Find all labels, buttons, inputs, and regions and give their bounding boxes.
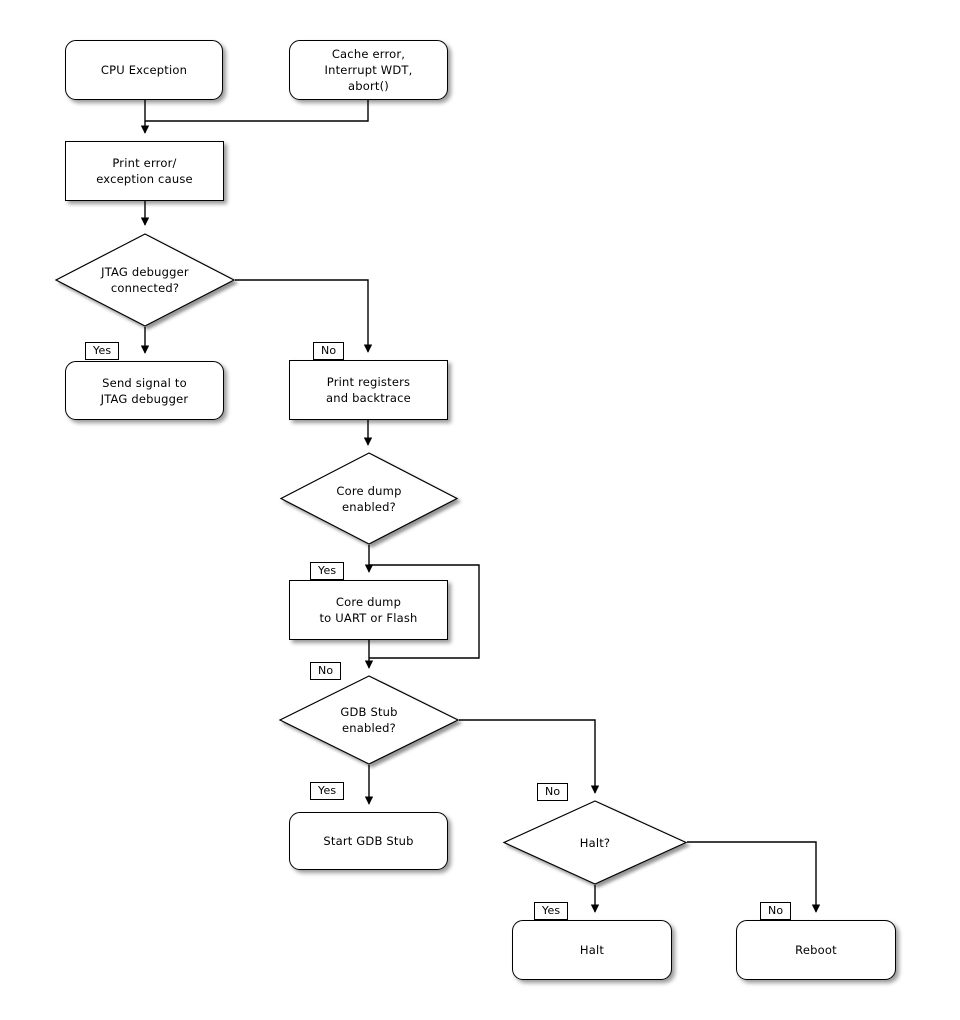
node-print-registers[interactable]: Print registers and backtrace: [289, 360, 448, 420]
edge-label-gdbstub-yes: Yes: [310, 782, 345, 800]
node-halt-decision[interactable]: Halt?: [502, 800, 688, 885]
node-print-error[interactable]: Print error/ exception cause: [65, 141, 224, 201]
edge-label-jtag-no: No: [313, 342, 345, 360]
node-core-dump-write[interactable]: Core dump to UART or Flash: [289, 580, 448, 640]
node-reboot[interactable]: Reboot: [736, 920, 896, 980]
edge-gdbstub-no: [459, 719, 600, 794]
node-label: Halt: [579, 943, 605, 957]
diamond-shape: [279, 452, 459, 545]
node-label: JTAG debugger connected?: [101, 265, 189, 295]
node-label: GDB Stub enabled?: [340, 705, 398, 735]
node-label: Core dump to UART or Flash: [319, 595, 418, 625]
edge-label-jtag-yes: Yes: [85, 342, 120, 360]
edge-label-halt-yes: Yes: [534, 902, 569, 920]
node-label: Print registers and backtrace: [326, 375, 411, 405]
node-label: Cache error, Interrupt WDT, abort(): [324, 47, 413, 93]
node-gdb-stub-decision[interactable]: GDB Stub enabled?: [278, 675, 460, 765]
edge-label-coredump-no: No: [310, 662, 342, 680]
diamond-shape: [278, 675, 460, 765]
edge-jtag-no: [235, 279, 373, 353]
node-label: CPU Exception: [100, 63, 188, 77]
edge-label-coredump-yes: Yes: [310, 562, 345, 580]
node-label: Core dump enabled?: [336, 483, 402, 514]
edge-cache-to-print: [145, 100, 369, 122]
node-label: Print error/ exception cause: [96, 156, 193, 186]
edge-label-halt-no: No: [760, 902, 792, 920]
node-label: Start GDB Stub: [323, 834, 414, 848]
edge-halt-no: [687, 841, 821, 913]
diamond-shape: [502, 800, 688, 885]
node-send-signal-jtag[interactable]: Send signal to JTAG debugger: [65, 361, 224, 420]
node-halt[interactable]: Halt: [512, 920, 672, 980]
node-label: Reboot: [795, 943, 837, 957]
node-label: Send signal to JTAG debugger: [100, 375, 189, 406]
node-core-dump-decision[interactable]: Core dump enabled?: [279, 452, 459, 545]
diamond-shape: [54, 233, 236, 327]
edge-label-gdbstub-no: No: [537, 783, 569, 801]
node-cache-error[interactable]: Cache error, Interrupt WDT, abort(): [289, 40, 448, 100]
node-start-gdb-stub[interactable]: Start GDB Stub: [289, 812, 448, 870]
node-cpu-exception[interactable]: CPU Exception: [65, 40, 223, 100]
node-jtag-debugger-decision[interactable]: JTAG debugger connected?: [54, 233, 236, 327]
node-label: Halt?: [579, 835, 611, 850]
